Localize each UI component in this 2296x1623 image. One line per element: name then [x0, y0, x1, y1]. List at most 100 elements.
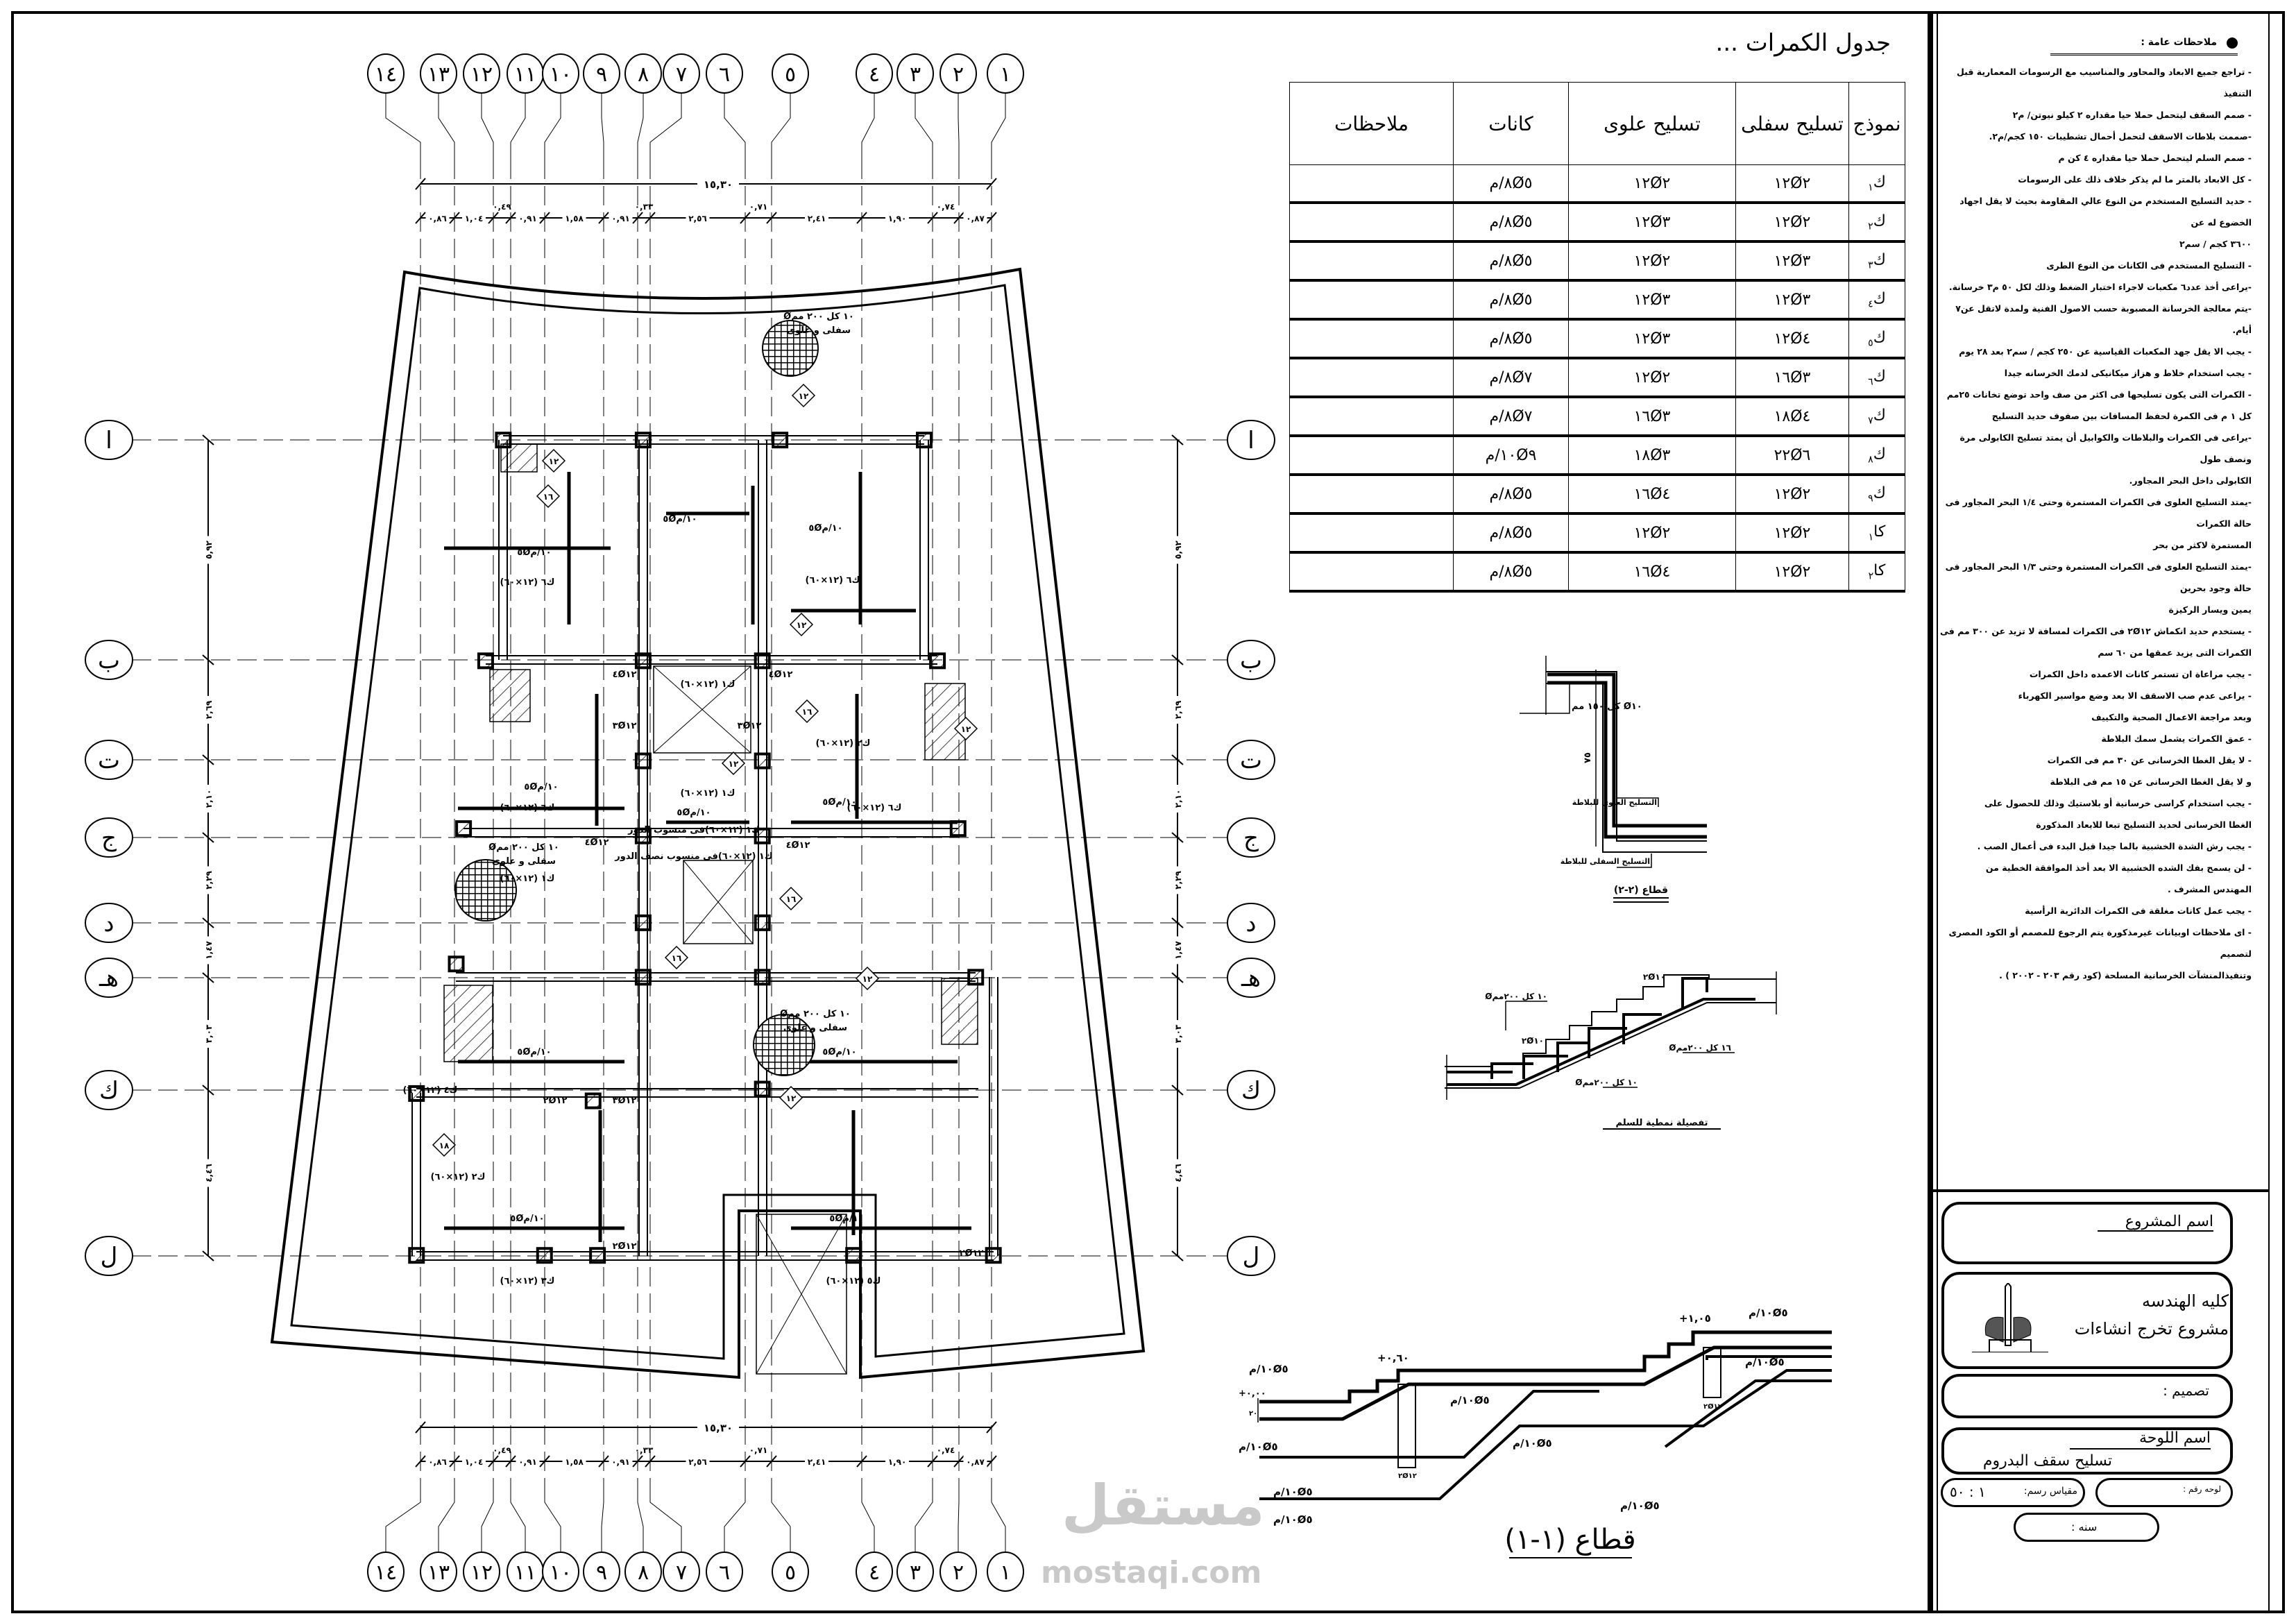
axis-bubble [85, 420, 133, 460]
plan-label: ٥Ø١٠/م [808, 523, 842, 534]
cell-top-rft: ١٦Ø٤ [1568, 552, 1736, 593]
hatched-wall [443, 985, 493, 1062]
model-index: ٥ [1868, 337, 1873, 349]
grid-leader [438, 93, 455, 160]
cell-notes [1289, 513, 1454, 554]
section-bar-label: م/١٠Ø٥ [1745, 1356, 1785, 1368]
dimension-value: ٠,٩١ [611, 214, 630, 223]
dimension-value: ١,٥٨ [565, 214, 584, 223]
axis-bubble [85, 1070, 133, 1110]
column [754, 752, 771, 770]
dimension-tick [632, 212, 643, 224]
slab-mesh-detail [454, 859, 517, 921]
plan-label: ٤Ø١٢ [613, 670, 637, 680]
axis-label-row: هـ [99, 965, 119, 992]
cell-stirrups: م/٨Ø٥ [1453, 164, 1569, 204]
dimension-gap [805, 1455, 828, 1468]
beam-model: كا٢ [1848, 552, 1905, 593]
beam-schedule-title: جدول الكمرات ... [1715, 29, 1891, 57]
slab-number: ١٨ [439, 1141, 450, 1150]
column [634, 652, 652, 670]
axis-label-column: ١٣ [427, 1561, 450, 1585]
note-item: - يجب الا يقل جهد المكعبات القياسية عن ٢… [1959, 346, 2252, 357]
axis-bubble [542, 53, 579, 94]
grid-leader [915, 1485, 933, 1552]
dimension-value: ١,٤٧ [1173, 941, 1183, 960]
grid-leader [915, 93, 933, 160]
plan-label: ك٢ (١٢×٦٠) [431, 1172, 486, 1182]
dimension-value: ٢,٥٦ [688, 214, 707, 223]
dimension-value: ٣,٠٣ [204, 1024, 214, 1043]
grid-leader [510, 93, 526, 160]
header-bottom-rft: تسليح سفلى [1735, 82, 1849, 165]
column [845, 1247, 862, 1264]
axis-bubble [896, 1552, 934, 1592]
plan-label: ٢Ø١٢ [960, 1248, 984, 1259]
stirrups: م/٨Ø٥ [1489, 252, 1533, 270]
note-item: المهندس المشرف . [2167, 884, 2252, 894]
plan-label: ٣Ø١٢ [738, 721, 762, 731]
stirrups: م/٨Ø٥ [1489, 291, 1533, 309]
column [408, 1247, 425, 1264]
dimension-value: ٢,٢٩ [1173, 871, 1183, 890]
dimension-tick [202, 434, 214, 445]
axis-bubble [856, 53, 893, 94]
dimension-gap [963, 212, 987, 224]
dimension-gap [562, 1455, 586, 1468]
grid-leader [771, 93, 791, 160]
dimension-tick [449, 1455, 460, 1468]
axis-label-column: ١٠ [550, 62, 572, 87]
dimension-tick [598, 1455, 609, 1468]
stair-detail-label-1: Ø١٠ كل ٢٠٠مم [1485, 992, 1547, 1001]
axis-bubble [939, 1552, 977, 1592]
project-type: مشروع تخرج انشاءات [2074, 1319, 2229, 1339]
beam-model: ك٩ [1848, 474, 1905, 515]
cell-notes [1289, 202, 1454, 243]
plan-label: ٥Ø١٠/م [510, 1214, 544, 1224]
dimension-tick [740, 212, 751, 224]
cell-notes [1289, 474, 1454, 515]
column [772, 432, 789, 449]
axis-bubble [624, 53, 662, 94]
dimension-tick [986, 1455, 997, 1468]
dimension-tick [1171, 917, 1184, 928]
column [915, 432, 933, 449]
column [754, 969, 771, 986]
institution-box: كليه الهندسه مشروع تخرج انشاءات [1941, 1272, 2233, 1369]
beam-schedule-table: نموذج تسليح سفلى تسليح علوى كانات ملاحظا… [1289, 82, 1905, 593]
dimension-tick [766, 1455, 777, 1468]
note-item: -صممت بلاطات الاسقف لتحمل أحمال تشطيبات … [1989, 131, 2252, 142]
axis-label-column: ١١ [514, 1561, 536, 1585]
axis-label-column: ١٢ [470, 1561, 493, 1585]
bottom-rft: ٢٢Ø٦ [1774, 446, 1811, 464]
stair-detail-label-4: Ø١٦ كل ٢٠٠مم [1669, 1043, 1731, 1053]
column [929, 652, 946, 670]
cell-notes [1289, 396, 1454, 437]
dimension-tick [202, 972, 214, 983]
project-name-label: اسم المشروع [2097, 1213, 2213, 1232]
axis-label-column: ١ [1000, 62, 1011, 87]
axis-bubble [939, 53, 977, 94]
dimension-value: ٠,٩١ [518, 214, 537, 223]
dimension-tick [1171, 654, 1184, 665]
axis-label-column: ٩ [596, 62, 607, 87]
axis-bubble [624, 1552, 662, 1592]
cell-top-rft: ١٢Ø٢ [1568, 513, 1736, 554]
axis-label-row: ك [99, 1077, 119, 1105]
plan-label: ٤Ø١٢ [786, 840, 810, 851]
wall-section-top-label: التسليح العلوى للبلاطة [1572, 798, 1657, 807]
note-item: - اى ملاحظات اوبيانات غيرمذكورة يتم الرج… [1948, 927, 2252, 959]
top-rft: ١٢Ø٣ [1633, 213, 1671, 231]
slab-number: ١٢ [549, 457, 559, 466]
model-name: ك [1873, 250, 1886, 269]
top-rft: ١٢Ø٢ [1633, 368, 1671, 386]
dimension-tick [1171, 832, 1184, 843]
top-rft: ١٢Ø٣ [1633, 291, 1671, 309]
model-name: ك [1873, 367, 1886, 385]
axis-bubble [85, 958, 133, 998]
table-header-row: نموذج تسليح سفلى تسليح علوى كانات ملاحظا… [1289, 82, 1905, 165]
dimension-tick [645, 1455, 656, 1468]
axis-label-column: ٥ [785, 1561, 796, 1585]
dimension-gap [516, 212, 540, 224]
